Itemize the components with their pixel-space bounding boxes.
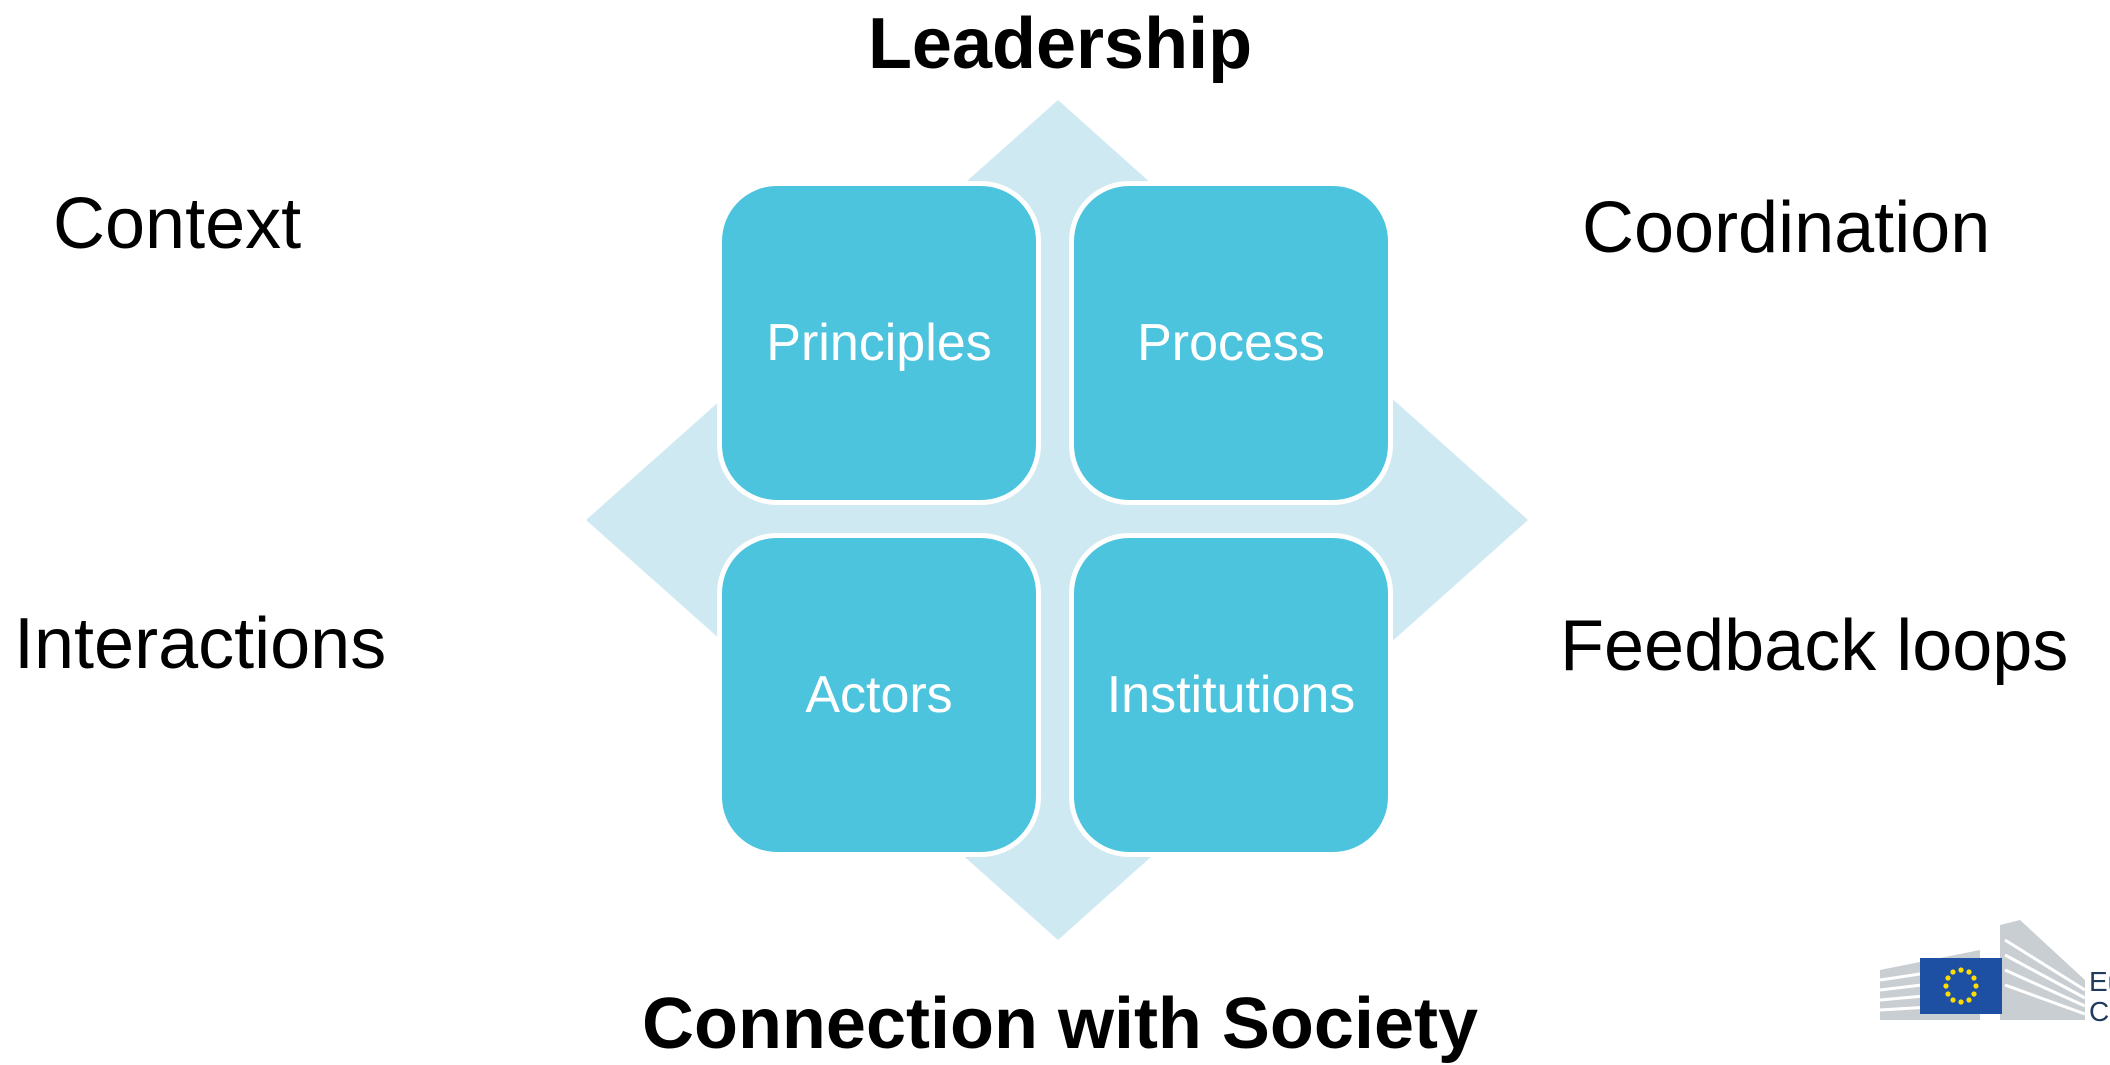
logo-text-line2: Co <box>2089 996 2110 1027</box>
quadrant-institutions: Institutions <box>1069 533 1393 857</box>
quadrant-principles: Principles <box>717 181 1041 505</box>
label-context: Context <box>53 184 302 264</box>
top-title: Leadership <box>867 4 1253 84</box>
quadrant-actors: Actors <box>717 533 1041 857</box>
quadrant-label: Principles <box>766 314 992 372</box>
quadrant-label: Process <box>1137 314 1325 372</box>
label-interactions: Interactions <box>14 604 387 684</box>
label-coordination: Coordination <box>1582 188 1991 268</box>
quadrant-label: Institutions <box>1106 666 1356 724</box>
quadrant-process: Process <box>1069 181 1393 505</box>
eu-flag-icon <box>1920 958 2002 1014</box>
eu-commission-logo: Eu Co <box>1880 920 2110 1030</box>
bottom-title: Connection with Society <box>641 984 1479 1064</box>
berlaymont-building-icon <box>1880 920 2086 1020</box>
quadrant-label: Actors <box>805 666 953 724</box>
label-feedback-loops: Feedback loops <box>1560 606 2069 686</box>
logo-text-line1: Eu <box>2089 966 2110 997</box>
